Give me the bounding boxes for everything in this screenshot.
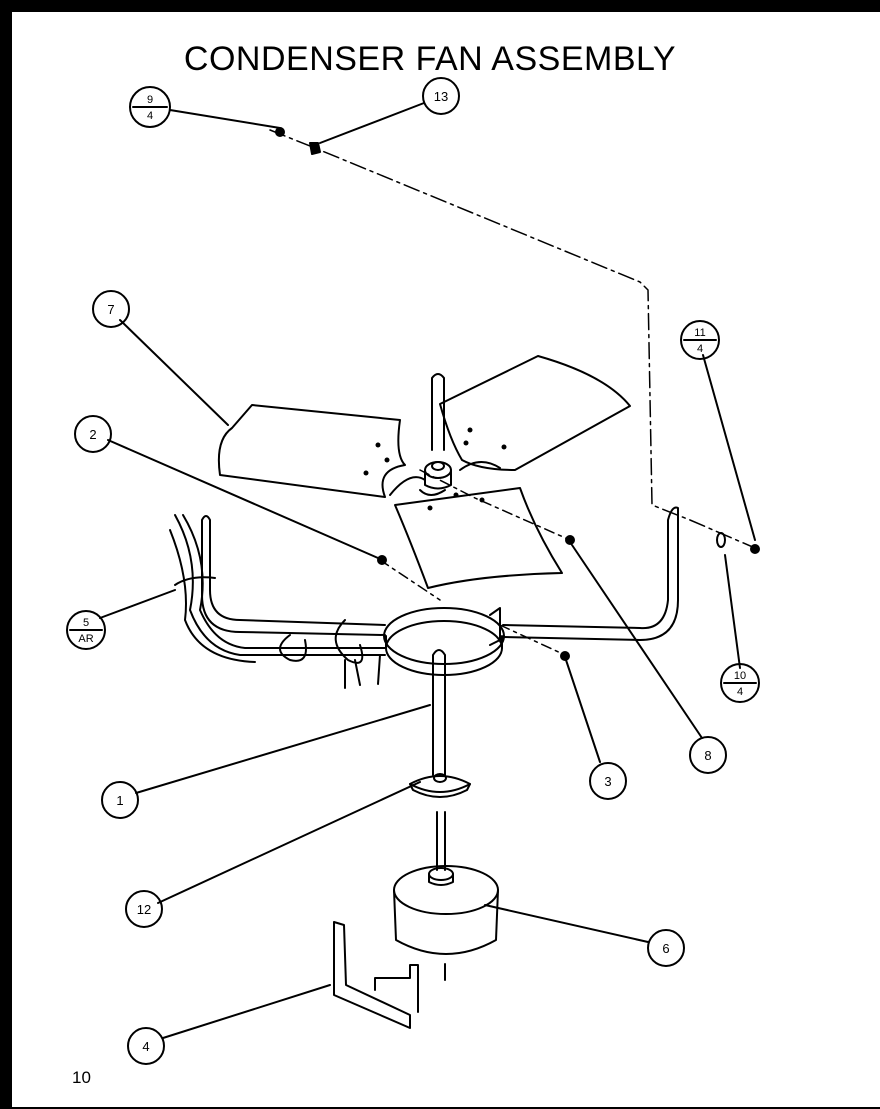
leader-7: [119, 319, 229, 426]
motor-wires: [169, 514, 386, 689]
callout-5-bottom: AR: [78, 633, 93, 645]
motor-cap: [409, 775, 471, 793]
callout-8-label: 8: [704, 748, 711, 763]
leader-10: [724, 554, 741, 669]
callout-2-circle: [74, 415, 112, 453]
blade-spider: [389, 461, 501, 496]
callout-3-label: 3: [604, 774, 611, 789]
washer-part-10: [716, 532, 726, 548]
leader-8: [571, 544, 703, 739]
callout-1-label: 1: [116, 793, 123, 808]
callout-10-top: 10: [734, 670, 746, 682]
assembly-centerline-4: [499, 624, 566, 656]
callout-11-circle: [680, 320, 720, 360]
diagram-title: CONDENSER FAN ASSEMBLY: [183, 40, 677, 78]
page-border-bottom: [0, 1107, 880, 1109]
callout-6-circle: [647, 929, 685, 967]
callout-8-circle: [689, 736, 727, 774]
fan-blade-right: [439, 355, 631, 471]
callout-12-circle: [125, 890, 163, 928]
callout-13-circle: [422, 77, 460, 115]
upper-bracket-arm: [431, 373, 445, 451]
fan-blade-left: [217, 404, 406, 498]
callout-9-circle: [129, 86, 171, 128]
leader-1: [135, 704, 431, 794]
page-border-left: [0, 0, 12, 1109]
callout-11-top: 11: [694, 327, 705, 339]
wire-bracket-right: [502, 506, 679, 641]
callout-13-label: 13: [434, 89, 448, 104]
callout-4-circle: [127, 1027, 165, 1065]
motor-shaft: [436, 811, 446, 871]
lower-bracket-arm: [432, 649, 446, 776]
leader-6: [484, 904, 649, 943]
callout-1-circle: [101, 781, 139, 819]
motor-body-top: [393, 865, 499, 915]
leader-11: [702, 354, 756, 541]
fan-blade-front: [394, 487, 563, 589]
callout-9-top: 9: [147, 94, 153, 106]
leader-2: [107, 439, 379, 559]
nut-part-11: [750, 544, 760, 554]
leader-12: [157, 781, 421, 904]
callout-6-label: 6: [662, 941, 669, 956]
wire-bracket-left: [201, 515, 386, 636]
assembly-centerline-2: [419, 469, 571, 541]
callout-4-label: 4: [142, 1039, 149, 1054]
callout-7-label: 7: [107, 302, 114, 317]
callout-12-label: 12: [137, 902, 151, 917]
motor-mount-bracket: [333, 921, 419, 1029]
callout-10-bottom: 4: [737, 686, 743, 698]
screw-part-3: [560, 651, 570, 661]
leader-5: [99, 589, 176, 619]
screw-part-9: [275, 127, 285, 137]
callout-10-circle: [720, 663, 760, 703]
assembly-centerline: [269, 129, 756, 549]
callout-5-top: 5: [83, 617, 89, 629]
callout-11-bottom: 4: [697, 343, 703, 355]
page-number: 10: [72, 1068, 91, 1087]
leader-13: [319, 102, 425, 144]
leader-4: [162, 984, 331, 1039]
screw-part-8: [565, 535, 575, 545]
callout-7-circle: [92, 290, 130, 328]
callout-5-circle: [66, 610, 106, 650]
assembly-centerline-3: [379, 559, 441, 601]
callout-3-circle: [589, 762, 627, 800]
leader-3: [565, 659, 601, 763]
callout-2-label: 2: [89, 427, 96, 442]
page-border-top: [0, 0, 880, 12]
motor-shaft-collar: [428, 867, 454, 881]
nut-part-13: [309, 142, 321, 155]
callout-9-bottom: 4: [147, 110, 153, 122]
motor-body: [393, 889, 499, 955]
screw-part-2: [377, 555, 387, 565]
leader-9: [169, 109, 281, 129]
